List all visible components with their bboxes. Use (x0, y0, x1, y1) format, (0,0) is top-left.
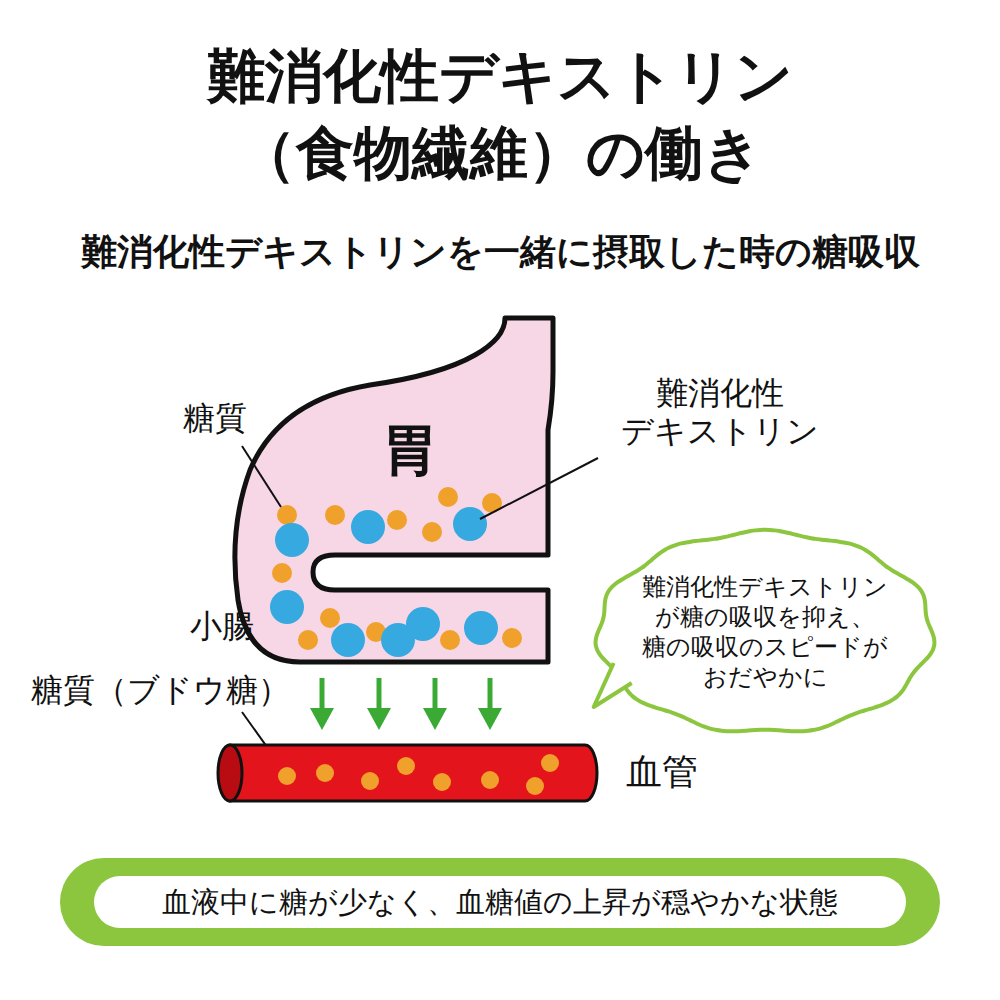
bubble-tail (594, 663, 632, 707)
organ-label: 胃 (382, 416, 438, 483)
summary-text: 血液中に糖が少なく、血糖値の上昇が穏やかな状態 (94, 876, 906, 928)
title: 難消化性デキストリン （食物繊維）の働き (100, 38, 900, 191)
bubble-outline (596, 530, 935, 731)
part-label: 糖質（ブドウ糖） (31, 671, 290, 709)
absorption-arrows (310, 678, 502, 730)
part-label: 難消化性 デキストリン (600, 374, 840, 451)
summary-band: 血液中に糖が少なく、血糖値の上昇が穏やかな状態 (60, 858, 940, 946)
stomach-outline (235, 318, 553, 662)
bubble-tail-join (616, 667, 630, 679)
glucose-dots (278, 754, 559, 795)
leader-lines (242, 446, 598, 768)
part-label: 小腸 (190, 607, 254, 645)
subtitle: 難消化性デキストリンを一緒に摂取した時の糖吸収 (81, 230, 920, 273)
speech-bubble: 難消化性デキストリン が糖の吸収を抑え、 糖の吸収のスピードが おだやかに (592, 526, 938, 738)
bubble-text: 難消化性デキストリン が糖の吸収を抑え、 糖の吸収のスピードが おだやかに (634, 572, 896, 692)
part-label: 糖質 (183, 399, 247, 437)
bubble-outline (592, 526, 938, 738)
dextrin-dots (270, 507, 498, 657)
part-label: 血管 (626, 750, 698, 793)
blood-vessel (218, 745, 597, 801)
